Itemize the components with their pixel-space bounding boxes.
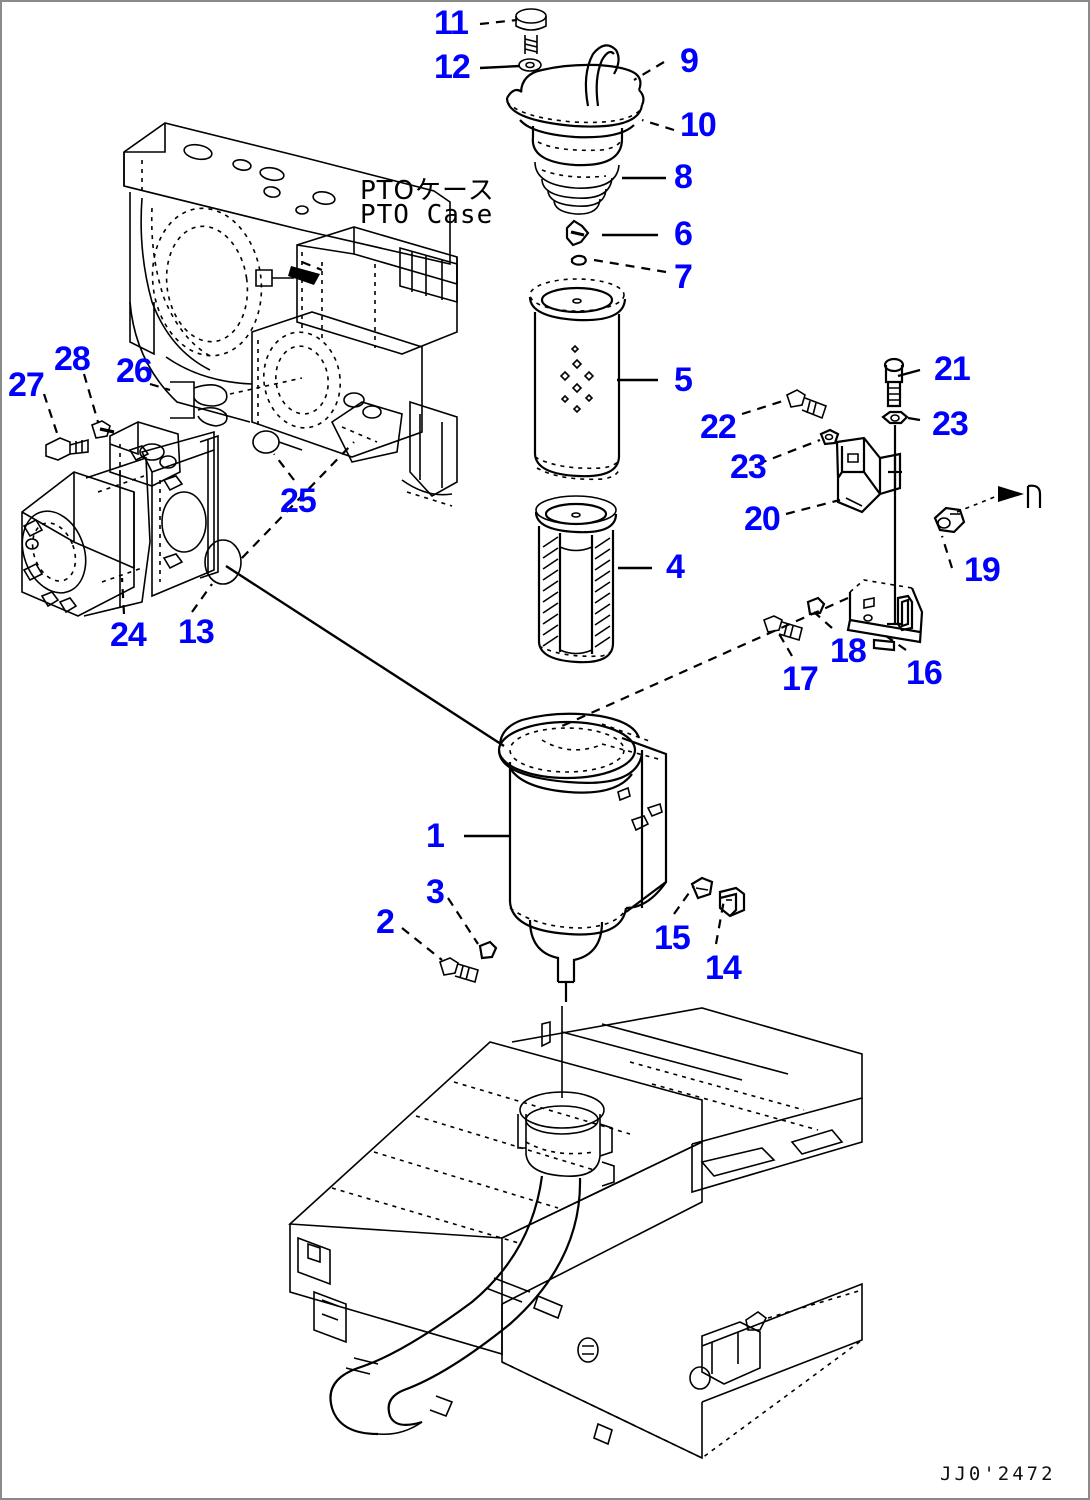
callout-15: 15 [654,919,691,957]
callout-1: 1 [426,817,445,855]
callout-10: 10 [680,106,717,144]
callout-24: 24 [110,616,147,654]
callout-22: 22 [700,408,737,446]
drawing-number: JJ0'2472 [940,1463,1056,1485]
cap-assembly-drawing [505,8,645,266]
callout-25: 25 [280,482,317,520]
callout-19: 19 [964,551,1001,589]
callout-18: 18 [830,632,867,670]
pto-case-drawing [123,122,458,507]
callout-23: 23 [932,405,969,443]
callout-27: 27 [8,366,45,404]
tank-frame-drawing [288,1006,863,1460]
pto-case-label-en: PTO Case [360,200,494,230]
bracket-assembly-drawing [763,357,1042,652]
callout-11: 11 [434,4,469,42]
callout-21: 21 [934,350,971,388]
callout-4: 4 [666,548,685,586]
callout-16: 16 [906,654,943,692]
callout-14: 14 [705,949,742,987]
callout-13: 13 [178,613,215,651]
filter-element-drawing [534,495,618,664]
callout-12: 12 [434,48,471,86]
pump-assembly-drawing [21,377,303,617]
filter-case-drawing [528,278,627,481]
callout-26: 26 [116,352,153,390]
pto-case-label-jp: PTOケース [360,176,495,206]
callout-6: 6 [674,215,693,253]
callout-7: 7 [674,258,693,296]
callout-9: 9 [680,42,699,80]
callout-3: 3 [426,873,445,911]
callout-23: 23 [730,448,767,486]
filter-housing-drawing [439,712,746,1002]
callout-8: 8 [674,158,693,196]
callout-5: 5 [674,361,693,399]
callout-20: 20 [744,500,781,538]
leader-lines [42,18,954,961]
callout-28: 28 [54,340,91,378]
callout-17: 17 [782,660,819,698]
callout-2: 2 [376,903,395,941]
